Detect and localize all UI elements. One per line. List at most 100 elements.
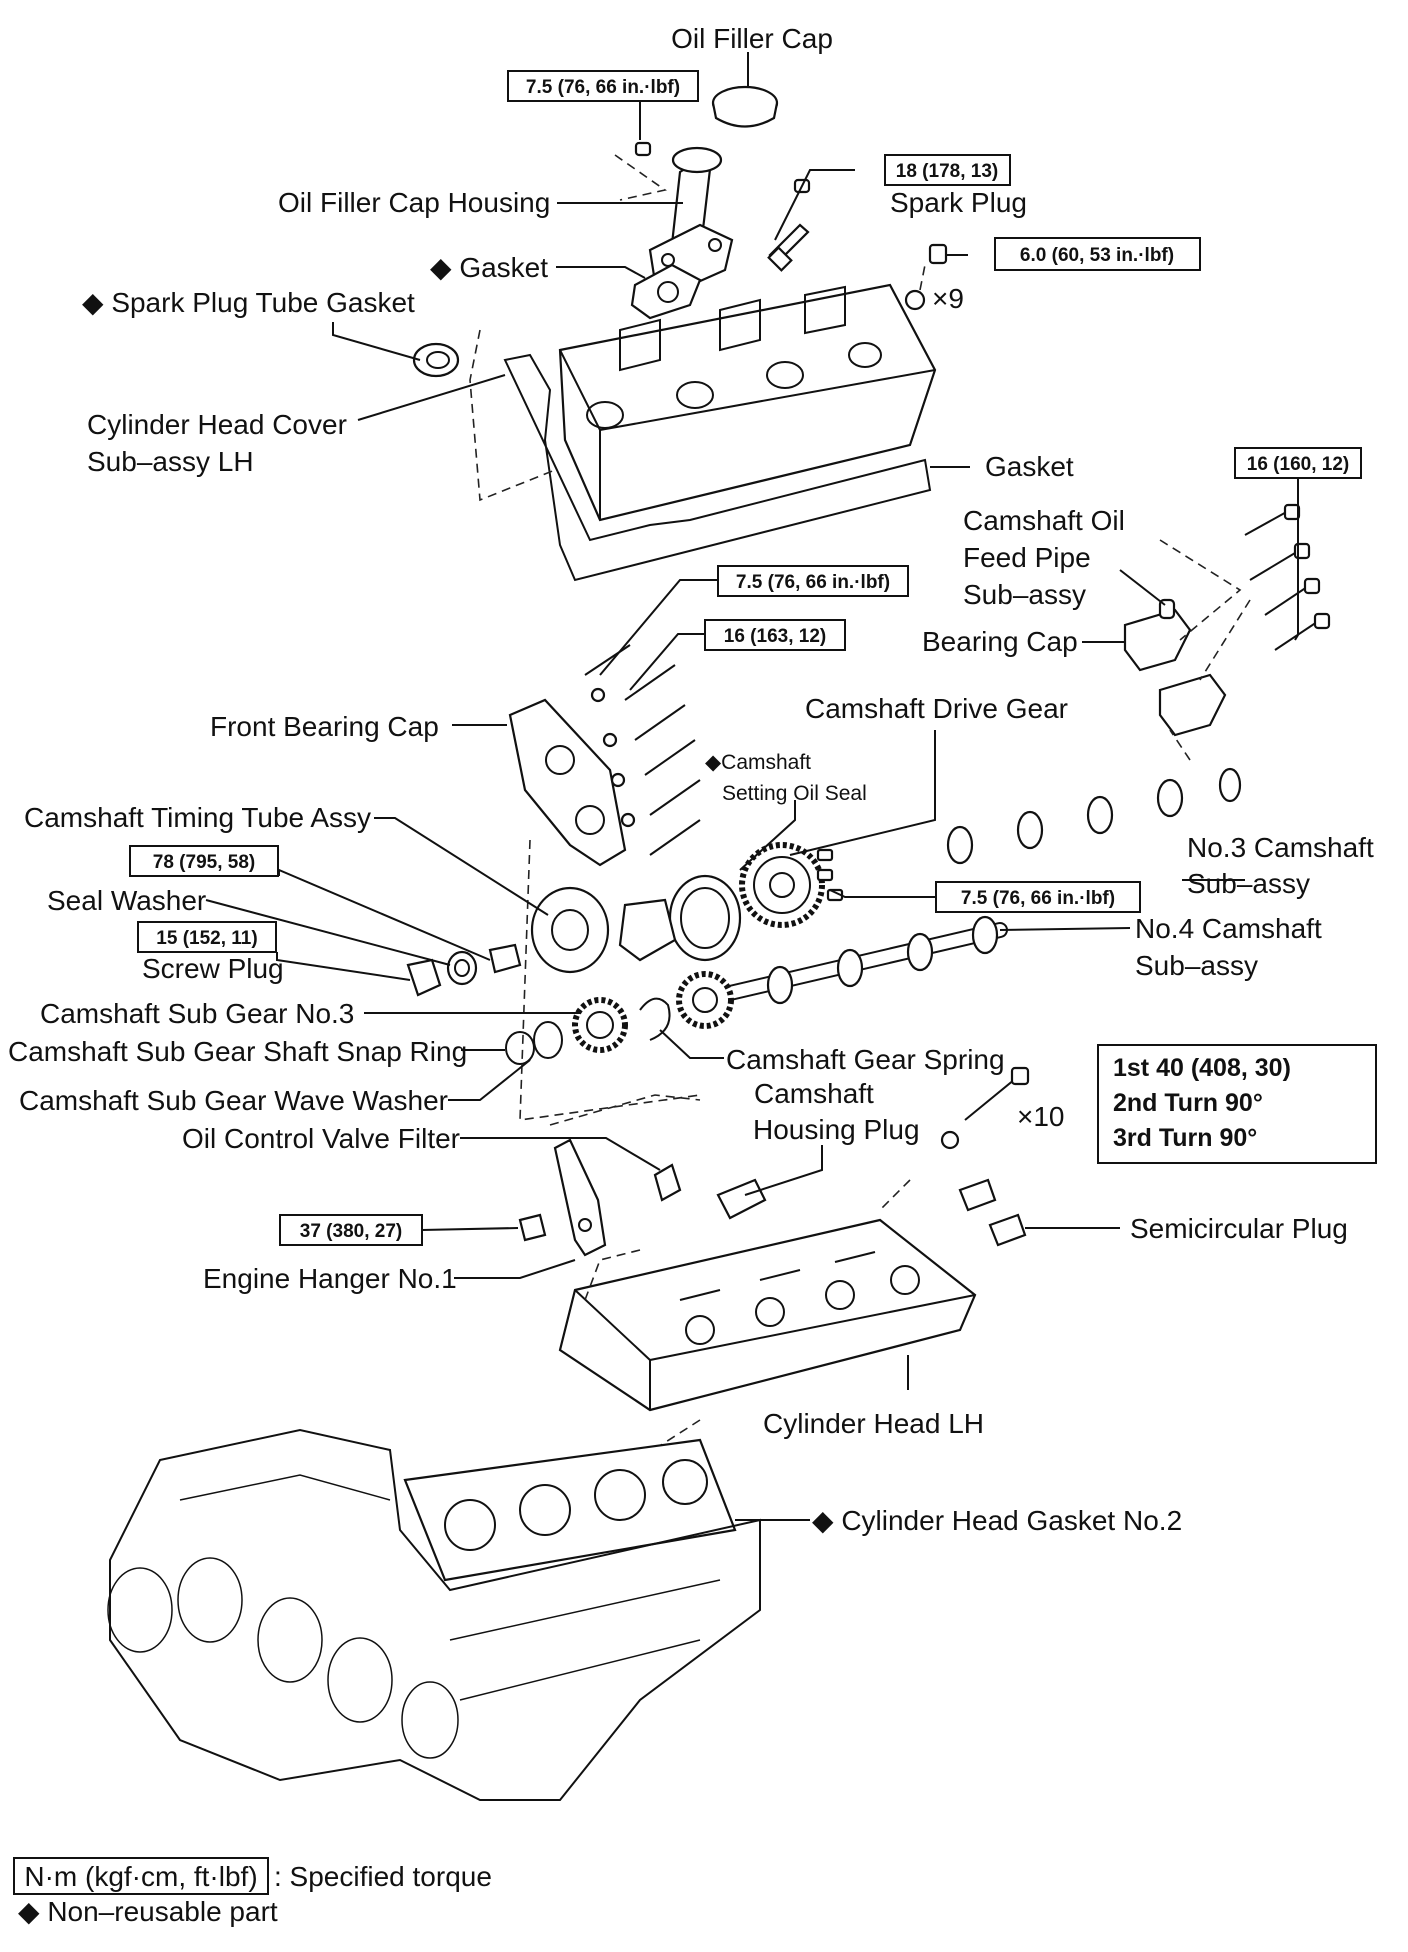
spark-plug-part — [767, 223, 810, 272]
torque-head-bolt-step1: 1st 40 (408, 30) — [1113, 1054, 1291, 1082]
label-no4-camshaft-1: No.4 Camshaft — [1135, 913, 1322, 944]
head-bolt-parts — [940, 1066, 1030, 1150]
label-camshaft-sub-gear-no3: Camshaft Sub Gear No.3 — [40, 998, 354, 1029]
torque-box-timing-tube — [129, 845, 279, 877]
torque-box-front-cap-small — [717, 565, 909, 597]
torque-head-bolt-step2: 2nd Turn 90° — [1113, 1089, 1263, 1117]
torque-box-head-bolt — [1097, 1044, 1377, 1164]
torque-cover-nut: 6.0 (60, 53 in.·lbf) — [1020, 245, 1174, 266]
label-front-bearing-cap: Front Bearing Cap — [210, 711, 439, 742]
bearing-cap-bolt-parts — [1244, 503, 1331, 651]
no4-camshaft-gear-part — [676, 971, 734, 1029]
label-gasket-housing: ◆ Gasket — [430, 252, 548, 283]
label-engine-hanger-no1: Engine Hanger No.1 — [203, 1263, 457, 1294]
legend-torque-desc: : Specified torque — [274, 1861, 492, 1892]
camshaft-drive-gear-part — [739, 842, 825, 928]
oil-filler-cap-part — [711, 85, 779, 128]
label-oil-control-valve-filter: Oil Control Valve Filter — [182, 1123, 460, 1154]
cover-guide-line — [469, 329, 556, 502]
torque-box-filler-housing — [507, 70, 699, 102]
torque-head-bolt-step3: 3rd Turn 90° — [1113, 1124, 1257, 1152]
label-semicircular-plug: Semicircular Plug — [1130, 1213, 1348, 1244]
torque-box-cover-nut — [994, 237, 1201, 271]
torque-timing-tube: 78 (795, 58) — [153, 852, 255, 873]
no4-camshaft-part — [692, 915, 1008, 1008]
label-cylinder-head-lh: Cylinder Head LH — [763, 1408, 984, 1439]
label-bearing-cap: Bearing Cap — [922, 626, 1078, 657]
snap-ring-part — [505, 1031, 535, 1065]
leader-lines — [205, 52, 1299, 1521]
label-screw-plug: Screw Plug — [142, 953, 284, 984]
camshaft-timing-tube-part — [530, 886, 677, 974]
torque-bearing-cap: 16 (160, 12) — [1247, 454, 1349, 475]
oil-filler-cap-housing-part — [648, 146, 734, 292]
part-labels: Oil Filler Cap Oil Filler Cap Housing Sp… — [8, 23, 1374, 1536]
label-no3-camshaft-2: Sub–assy — [1187, 868, 1310, 899]
screw-plug-part — [406, 958, 442, 997]
legend-torque-box — [13, 1857, 269, 1895]
filler-housing-bolts — [634, 141, 811, 194]
housing-guide-line — [614, 154, 667, 201]
torque-box-engine-hanger — [279, 1214, 423, 1246]
camshaft-sub-gear-part — [572, 997, 628, 1053]
label-oil-filler-cap-housing: Oil Filler Cap Housing — [278, 187, 550, 218]
label-camshaft-setting-oil-seal-2: Setting Oil Seal — [722, 782, 867, 805]
bearing-cap-guide — [1159, 539, 1251, 761]
timing-guide-line — [519, 839, 701, 1126]
camshaft-setting-oil-seal-part — [668, 874, 742, 962]
legend-torque-unit: N·m (kgf·cm, ft·lbf) — [24, 1861, 257, 1892]
label-camshaft-setting-oil-seal-1: ◆Camshaft — [705, 751, 811, 774]
torque-front-cap-small: 7.5 (76, 66 in.·lbf) — [736, 572, 890, 593]
no3-camshaft-part — [864, 767, 1266, 876]
torque-box-front-cap — [704, 619, 846, 651]
label-cylinder-head-cover-1: Cylinder Head Cover — [87, 409, 347, 440]
front-bearing-cap-part — [508, 698, 627, 867]
label-camshaft-timing-tube-assy: Camshaft Timing Tube Assy — [24, 802, 371, 833]
label-seal-washer: Seal Washer — [47, 885, 206, 916]
drive-gear-bolt-parts — [816, 848, 844, 902]
torque-spark-plug: 18 (178, 13) — [896, 161, 998, 182]
cover-nut-parts — [904, 243, 948, 311]
label-camshaft-oil-feed-3: Sub–assy — [963, 579, 1086, 610]
torque-box-screw-plug — [137, 921, 277, 953]
torque-screw-plug: 15 (152, 11) — [156, 928, 257, 949]
camshaft-housing-plug-part — [716, 1178, 767, 1220]
label-no3-camshaft-1: No.3 Camshaft — [1187, 832, 1374, 863]
legend: N·m (kgf·cm, ft·lbf) : Specified torque … — [13, 1857, 492, 1927]
legend-non-reusable: ◆ Non–reusable part — [18, 1896, 278, 1927]
label-x10: ×10 — [1017, 1101, 1065, 1132]
engine-block-part — [107, 1428, 761, 1801]
label-spark-plug: Spark Plug — [890, 187, 1027, 218]
label-camshaft-housing-plug-2: Housing Plug — [753, 1114, 920, 1145]
torque-filler-housing: 7.5 (76, 66 in.·lbf) — [526, 77, 680, 98]
housing-gasket-part — [630, 263, 702, 320]
cylinder-head-gasket-part — [403, 1438, 737, 1582]
engine-hanger-part — [553, 1138, 607, 1257]
label-oil-filler-cap: Oil Filler Cap — [671, 23, 833, 54]
torque-box-bearing-cap — [1234, 447, 1362, 479]
label-camshaft-oil-feed-1: Camshaft Oil — [963, 505, 1125, 536]
label-gasket-cover: Gasket — [985, 451, 1074, 482]
head-guide-line — [584, 1179, 911, 1466]
label-cylinder-head-cover-2: Sub–assy LH — [87, 446, 254, 477]
torque-box-spark-plug — [884, 154, 1011, 186]
torque-front-cap: 16 (163, 12) — [724, 626, 826, 647]
cover-gasket-part — [503, 353, 932, 582]
label-camshaft-oil-feed-2: Feed Pipe — [963, 542, 1091, 573]
oil-control-valve-filter-part — [653, 1163, 682, 1202]
label-camshaft-sub-gear-shaft-snap-ring: Camshaft Sub Gear Shaft Snap Ring — [8, 1036, 467, 1067]
semicircular-plug-parts — [958, 1178, 1027, 1247]
engine-hanger-bolt-part — [518, 1213, 547, 1242]
label-cylinder-head-gasket-no2: ◆ Cylinder Head Gasket No.2 — [812, 1505, 1182, 1536]
torque-box-drive-gear — [935, 881, 1141, 913]
label-spark-plug-tube-gasket: ◆ Spark Plug Tube Gasket — [82, 287, 415, 318]
spark-plug-tube-gasket-part — [412, 342, 460, 378]
torque-drive-gear: 7.5 (76, 66 in.·lbf) — [961, 888, 1115, 909]
label-camshaft-housing-plug-1: Camshaft — [754, 1078, 874, 1109]
label-no4-camshaft-2: Sub–assy — [1135, 950, 1258, 981]
torque-engine-hanger: 37 (380, 27) — [300, 1221, 402, 1242]
label-x9: ×9 — [932, 283, 964, 314]
front-cap-bolt-parts — [584, 644, 701, 856]
